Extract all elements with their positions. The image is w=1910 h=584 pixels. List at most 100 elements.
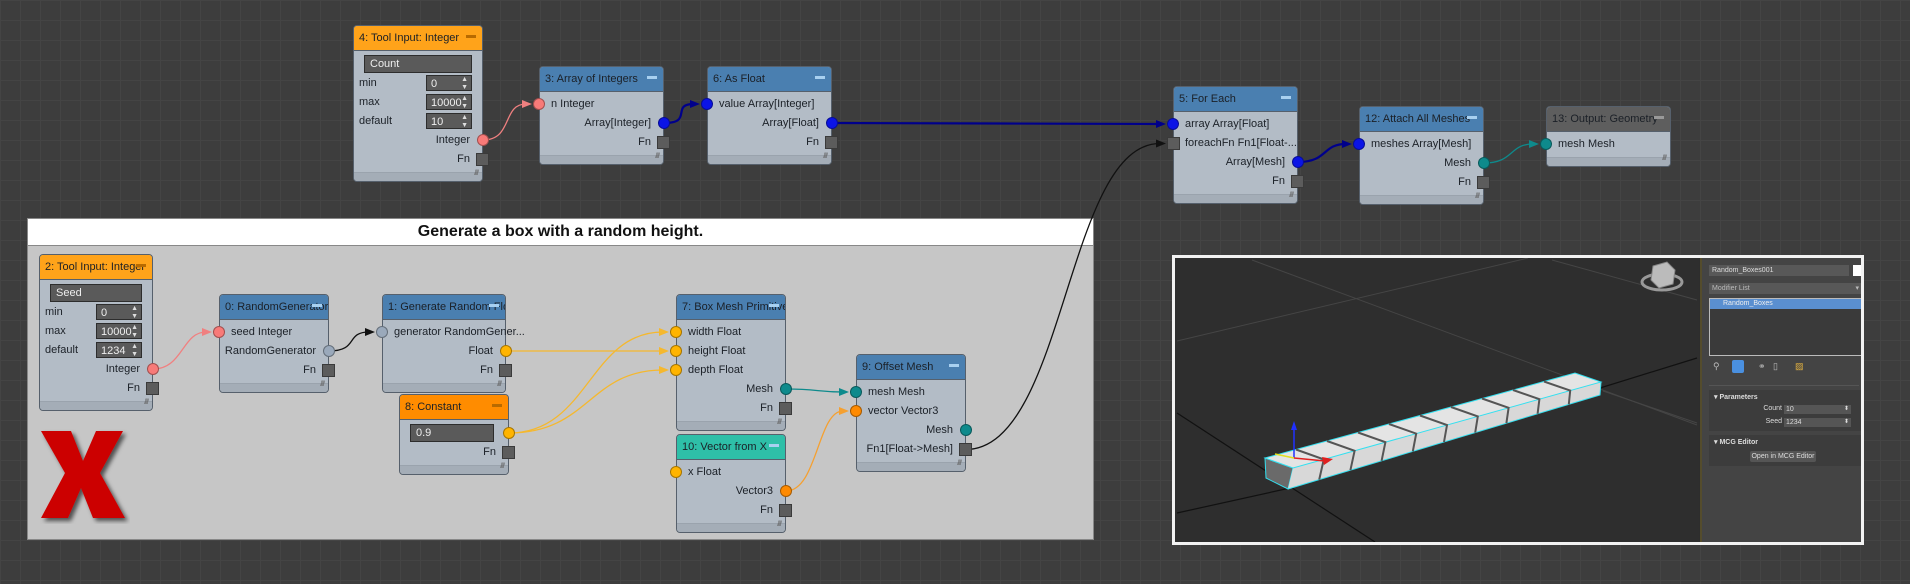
resize-handle[interactable] [1547,155,1670,166]
resize-handle[interactable] [354,170,482,181]
node-header[interactable]: 2: Tool Input: Integer [40,255,152,280]
resize-handle[interactable] [708,153,831,164]
output-pin[interactable] [826,117,838,129]
input-pin[interactable] [213,326,225,338]
pin-icon[interactable]: ⚲ [1713,361,1720,371]
input-pin[interactable] [670,466,682,478]
output-pin[interactable] [780,485,792,497]
output-pin[interactable] [1292,156,1304,168]
spinner-arrows-icon[interactable]: ▲▼ [461,95,468,110]
param-spinner[interactable]: 0▲▼ [96,304,142,320]
minimize-icon[interactable] [489,304,499,307]
minimize-icon[interactable] [492,404,502,407]
input-pin[interactable] [701,98,713,110]
output-pin[interactable] [503,427,515,439]
value-field[interactable]: 0.9 [410,424,494,442]
function-port[interactable] [959,443,972,456]
object-name-field[interactable]: Random_Boxes001 [1709,265,1849,276]
resize-handle[interactable] [383,381,505,392]
stack-item-random-boxes[interactable]: Random_Boxes [1710,299,1861,309]
resize-handle[interactable] [1360,193,1483,204]
output-pin[interactable] [147,363,159,375]
resize-handle[interactable] [40,399,152,410]
connection-wire[interactable] [1483,143,1534,164]
node-header[interactable]: 4: Tool Input: Integer [354,26,482,51]
minimize-icon[interactable] [769,444,779,447]
count-spinner[interactable]: 10⬍ [1784,405,1851,414]
resize-handle[interactable] [220,381,328,392]
resize-handle[interactable] [677,419,785,430]
output-pin[interactable] [960,424,972,436]
input-pin[interactable] [1167,118,1179,130]
resize-handle[interactable] [677,521,785,532]
minimize-icon[interactable] [312,304,322,307]
input-pin[interactable] [670,326,682,338]
node-header[interactable]: 9: Offset Mesh [857,355,965,380]
function-port[interactable] [476,153,489,166]
function-port[interactable] [657,136,670,149]
minimize-icon[interactable] [1654,116,1664,119]
input-pin[interactable] [850,386,862,398]
node-generate-random-float[interactable]: 1: Generate Random Floatgenerator Random… [376,294,525,393]
output-pin[interactable] [323,345,335,357]
minimize-icon[interactable] [1467,116,1477,119]
open-in-mcg-editor-button[interactable]: Open in MCG Editor [1750,451,1816,462]
modifier-list-dropdown[interactable]: Modifier List ▾ [1709,283,1861,294]
output-pin[interactable] [477,134,489,146]
function-port[interactable] [146,382,159,395]
node-header[interactable]: 6: As Float [708,67,831,92]
minimize-icon[interactable] [1281,96,1291,99]
param-spinner[interactable]: 0▲▼ [426,75,472,91]
connection-wire[interactable] [1297,142,1347,164]
value-field[interactable]: Count [364,55,472,73]
node-header[interactable]: 8: Constant [400,395,508,420]
resize-handle[interactable] [540,153,663,164]
show-end-result-icon[interactable] [1732,360,1744,373]
make-unique-icon[interactable]: ⚭ [1758,361,1766,371]
minimize-icon[interactable] [815,76,825,79]
node-header[interactable]: 13: Output: Geometry [1547,107,1670,132]
param-spinner[interactable]: 10000▲▼ [96,323,142,339]
output-pin[interactable] [500,345,512,357]
spinner-arrows-icon[interactable]: ▲▼ [461,76,468,91]
function-port[interactable] [1167,137,1180,150]
param-spinner[interactable]: 10▲▼ [426,113,472,129]
function-port[interactable] [779,504,792,517]
remove-modifier-icon[interactable]: ▯ [1773,361,1778,371]
input-pin[interactable] [670,345,682,357]
node-header[interactable]: 5: For Each [1174,87,1297,112]
parameters-rollout-header[interactable]: ▾ Parameters [1714,394,1758,401]
input-pin[interactable] [533,98,545,110]
input-pin[interactable] [1353,138,1365,150]
input-pin[interactable] [670,364,682,376]
minimize-icon[interactable] [466,35,476,38]
minimize-icon[interactable] [769,304,779,307]
node-header[interactable]: 7: Box Mesh Primitive [677,295,785,320]
input-pin[interactable] [376,326,388,338]
connection-wire[interactable] [482,103,527,141]
minimize-icon[interactable] [949,364,959,367]
minimize-icon[interactable] [136,264,146,267]
param-spinner[interactable]: 1234▲▼ [96,342,142,358]
function-port[interactable] [322,364,335,377]
object-color-swatch[interactable] [1853,265,1861,276]
function-port[interactable] [502,446,515,459]
seed-spinner[interactable]: 1234⬍ [1784,418,1851,427]
node-header[interactable]: 1: Generate Random Float [383,295,505,320]
spinner-arrows-icon[interactable]: ▲▼ [131,305,138,320]
mcg-rollout-header[interactable]: ▾ MCG Editor [1714,439,1758,446]
resize-handle[interactable] [857,460,965,471]
input-pin[interactable] [1540,138,1552,150]
function-port[interactable] [779,402,792,415]
resize-handle[interactable] [400,463,508,474]
